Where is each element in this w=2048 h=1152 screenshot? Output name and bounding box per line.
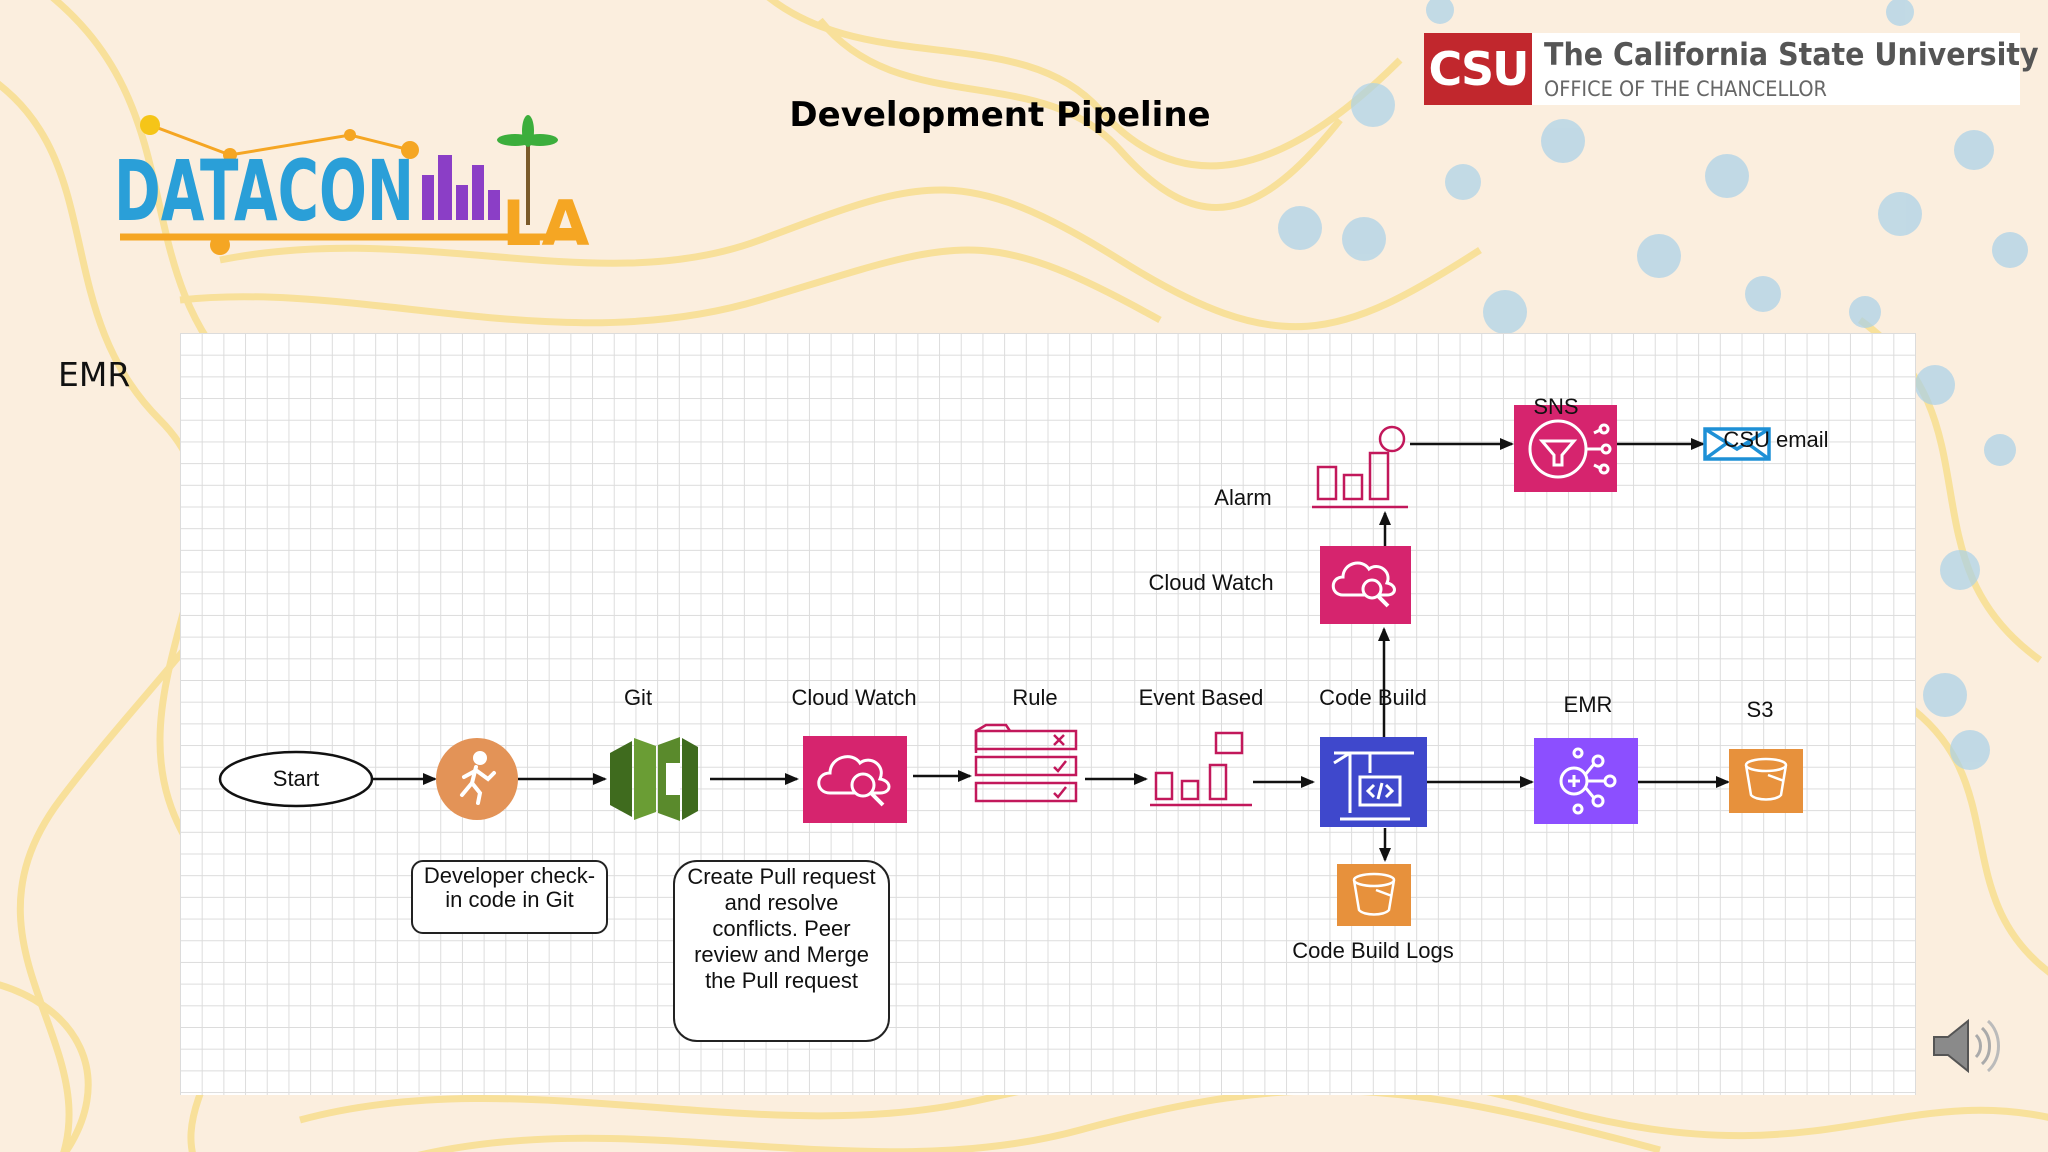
start-label: Start bbox=[272, 766, 320, 791]
email-icon bbox=[1703, 427, 1771, 461]
csu-name: The California State University bbox=[1544, 37, 2039, 73]
pull-request-note: Create Pull request and resolve conflict… bbox=[673, 860, 890, 1042]
datacon-logo: DATACON LA bbox=[114, 115, 590, 260]
emr-label: EMR bbox=[1563, 692, 1613, 717]
start-node bbox=[218, 750, 374, 808]
event-based-label: Event Based bbox=[1138, 685, 1264, 710]
git-label: Git bbox=[623, 685, 653, 710]
developer-icon bbox=[436, 738, 518, 820]
cloudwatch-upper-label: Cloud Watch bbox=[1148, 570, 1274, 595]
csu-office: OFFICE OF THE CHANCELLOR bbox=[1544, 77, 1827, 101]
alarm-icon bbox=[1312, 425, 1408, 509]
datacon-suffix: LA bbox=[502, 187, 590, 260]
connectors bbox=[373, 438, 1730, 862]
sns-icon bbox=[1514, 405, 1617, 492]
speaker-icon[interactable] bbox=[1930, 1015, 2002, 1077]
cloudwatch-upper-icon bbox=[1320, 546, 1411, 624]
s3-icon bbox=[1729, 749, 1803, 813]
s3-label: S3 bbox=[1746, 697, 1774, 722]
code-build-logs-icon bbox=[1337, 864, 1411, 926]
code-build-label: Code Build bbox=[1319, 685, 1427, 710]
cloudwatch-main-label: Cloud Watch bbox=[791, 685, 917, 710]
emr-icon bbox=[1534, 738, 1638, 824]
code-build-logs-label: Code Build Logs bbox=[1292, 938, 1454, 963]
alarm-label: Alarm bbox=[1214, 485, 1272, 510]
rule-icon bbox=[974, 723, 1078, 803]
cloudwatch-main-icon bbox=[803, 736, 907, 823]
datacon-wordmark: DATACON bbox=[114, 142, 414, 240]
diagram-canvas: Start Git Cloud Watch Rule Event Based C… bbox=[180, 333, 1916, 1095]
sns-label: SNS bbox=[1533, 394, 1579, 419]
section-label: EMR bbox=[58, 355, 131, 394]
event-based-icon bbox=[1150, 731, 1252, 807]
git-icon bbox=[610, 737, 698, 821]
slide-title: Development Pipeline bbox=[789, 95, 1211, 135]
csu-mark: CSU bbox=[1424, 33, 1532, 105]
csu-logo: CSU The California State University OFFI… bbox=[1424, 33, 2039, 105]
developer-note: Developer check-in code in Git bbox=[411, 860, 608, 934]
csu-email-label: CSU email bbox=[1723, 427, 1829, 452]
diagram-shapes bbox=[218, 405, 1803, 926]
rule-label: Rule bbox=[1012, 685, 1058, 710]
code-build-icon bbox=[1320, 737, 1427, 827]
